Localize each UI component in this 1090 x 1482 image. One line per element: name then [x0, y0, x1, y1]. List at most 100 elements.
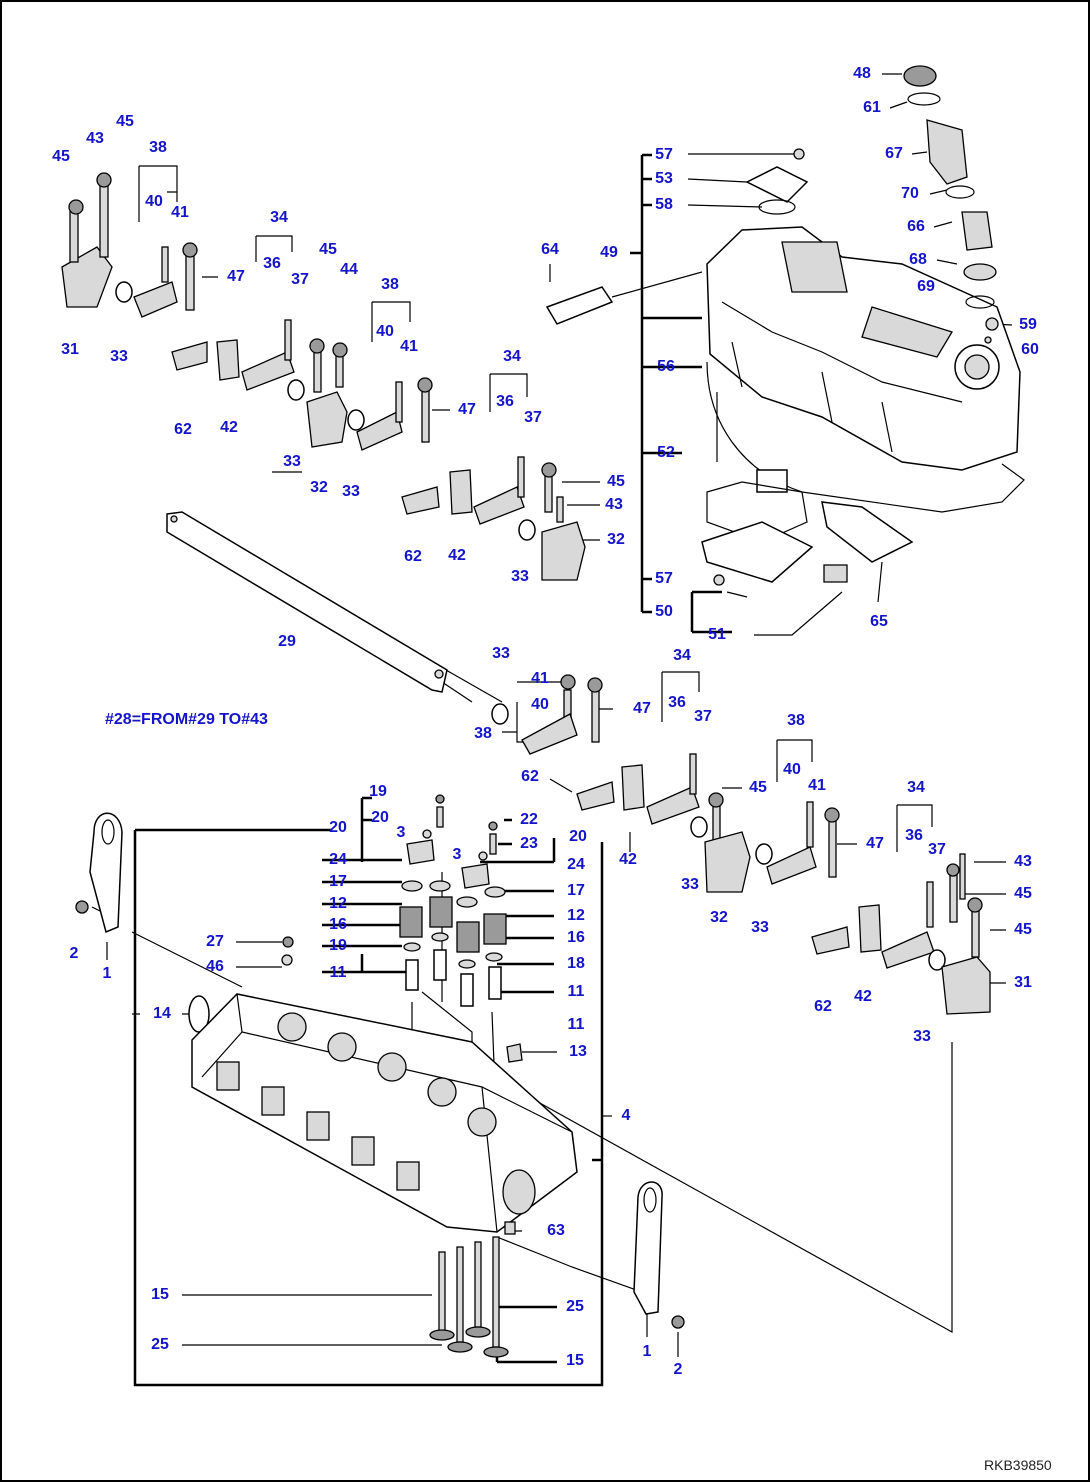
- callout-c-33b: 33: [283, 453, 301, 470]
- valve-train: [188, 794, 523, 1063]
- callout-c-37a: 37: [291, 271, 309, 288]
- head-cover-assembly: [545, 65, 1021, 586]
- rocker-group-2: [241, 319, 433, 451]
- callout-c-11b: 11: [568, 983, 585, 1000]
- callout-c-37d: 37: [928, 841, 946, 858]
- callout-c-37b: 37: [524, 409, 542, 426]
- callout-c-45g: 45: [1014, 921, 1032, 938]
- group-leaders: [91, 73, 1025, 1357]
- callout-c-19a: 19: [369, 783, 387, 800]
- callout-c-12a: 12: [329, 895, 347, 912]
- callout-c-53: 53: [655, 170, 673, 187]
- callout-c-31a: 31: [61, 341, 79, 358]
- callout-c-50: 50: [655, 603, 673, 620]
- filler-neck: [926, 119, 968, 185]
- callout-c-59: 59: [1019, 316, 1037, 333]
- callout-c-18: 18: [567, 955, 585, 972]
- callout-c-38b: 38: [381, 276, 399, 293]
- callout-c-69: 69: [917, 278, 935, 295]
- callout-c-49: 49: [600, 244, 618, 261]
- callout-c-60: 60: [1021, 341, 1039, 358]
- callout-c-45b: 45: [116, 113, 134, 130]
- callout-c-27: 27: [206, 933, 224, 950]
- callout-c-41a: 41: [171, 204, 189, 221]
- callout-c-40c: 40: [531, 696, 549, 713]
- callout-c-33d: 33: [511, 568, 529, 585]
- callout-c-34b: 34: [503, 348, 521, 365]
- callout-c-33g: 33: [751, 919, 769, 936]
- callout-c-62a: 62: [174, 421, 192, 438]
- callout-c-20b: 20: [329, 819, 347, 836]
- callout-c-24a: 24: [329, 851, 347, 868]
- callout-c-63: 63: [547, 1222, 565, 1239]
- callout-c-1a: 1: [103, 965, 112, 982]
- callout-c-23: 23: [520, 835, 538, 852]
- rocker-group-1: [61, 172, 240, 381]
- callout-c-43a: 43: [86, 130, 104, 147]
- rocker-group-4: [491, 674, 840, 893]
- callout-c-61: 61: [863, 99, 881, 116]
- callout-c-46: 46: [206, 958, 224, 975]
- callout-c-34a: 34: [270, 209, 288, 226]
- rocker-shaft: [166, 511, 448, 693]
- callout-c-33f: 33: [681, 876, 699, 893]
- callout-c-65: 65: [870, 613, 888, 630]
- callout-c-25b: 25: [151, 1336, 169, 1353]
- callout-c-40d: 40: [783, 761, 801, 778]
- callout-c-42c: 42: [619, 851, 637, 868]
- valves: [429, 1236, 509, 1358]
- callout-c-12b: 12: [567, 907, 585, 924]
- callout-c-31b: 31: [1014, 974, 1032, 991]
- callout-c-11a: 11: [330, 964, 347, 981]
- head-cover: [706, 226, 1021, 471]
- callout-c-43c: 43: [1014, 853, 1032, 870]
- callout-c-45a: 45: [52, 148, 70, 165]
- rocker-group-5: [811, 853, 991, 1015]
- assembly-note: #28=FROM#29 TO#43: [105, 711, 268, 728]
- callout-c-45f: 45: [1014, 885, 1032, 902]
- callout-c-44: 44: [340, 261, 358, 278]
- callout-c-62b: 62: [404, 548, 422, 565]
- callout-c-67: 67: [885, 145, 903, 162]
- callout-c-58: 58: [655, 196, 673, 213]
- callout-c-33h: 33: [913, 1028, 931, 1045]
- rocker-group-3: [401, 456, 586, 581]
- callout-c-47c: 47: [633, 700, 651, 717]
- breather-cover: [745, 166, 809, 203]
- callout-c-2b: 2: [674, 1361, 683, 1378]
- callout-c-47d: 47: [866, 835, 884, 852]
- callout-c-40b: 40: [376, 323, 394, 340]
- callout-c-17a: 17: [329, 873, 347, 890]
- callout-c-42a: 42: [220, 419, 238, 436]
- callout-c-68: 68: [909, 251, 927, 268]
- callout-c-38c: 38: [474, 725, 492, 742]
- pipe: [545, 286, 614, 325]
- callout-c-62d: 62: [814, 998, 832, 1015]
- drawing-reference-code: RKB39850: [984, 1457, 1052, 1473]
- callout-c-62c: 62: [521, 768, 539, 785]
- callout-c-22: 22: [520, 811, 538, 828]
- callout-c-32c: 32: [710, 909, 728, 926]
- callout-c-34c: 34: [673, 647, 691, 664]
- callout-c-38d: 38: [787, 712, 805, 729]
- callout-c-1b: 1: [643, 1343, 652, 1360]
- callout-c-11c: 11: [568, 1016, 585, 1033]
- callout-c-51: 51: [708, 626, 726, 643]
- callout-c-36d: 36: [905, 827, 923, 844]
- callout-c-56: 56: [657, 358, 675, 375]
- callout-c-57a: 57: [655, 146, 673, 163]
- callout-c-19b: 19: [329, 937, 347, 954]
- callout-c-57b: 57: [655, 570, 673, 587]
- callout-c-36b: 36: [496, 393, 514, 410]
- callout-c-43b: 43: [605, 496, 623, 513]
- callout-c-36a: 36: [263, 255, 281, 272]
- callout-c-17b: 17: [567, 882, 585, 899]
- callout-c-16a: 16: [329, 916, 347, 933]
- callout-c-3b: 3: [453, 846, 462, 863]
- callout-c-47b: 47: [458, 401, 476, 418]
- callout-c-41b: 41: [400, 338, 418, 355]
- callout-c-45d: 45: [607, 473, 625, 490]
- callout-c-4: 4: [622, 1107, 631, 1124]
